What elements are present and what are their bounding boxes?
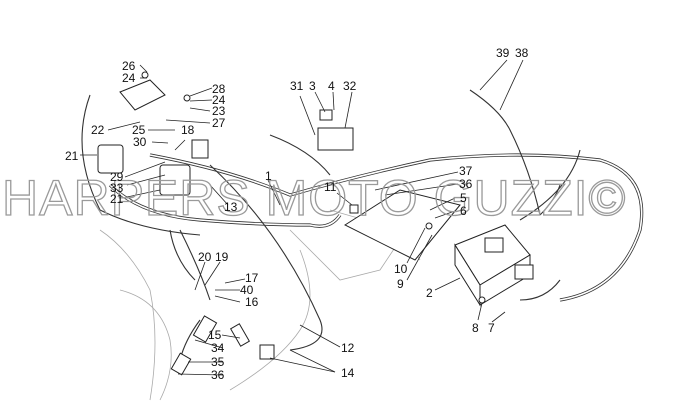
callout: 37 [459, 164, 473, 178]
callout: 27 [212, 116, 226, 130]
callout: 25 [132, 123, 146, 137]
components [97, 71, 534, 376]
callout: 26 [122, 59, 136, 73]
callout: 33 [110, 181, 124, 195]
callout: 28 [212, 82, 226, 96]
callout: 39 [496, 46, 510, 60]
callout: 13 [224, 200, 238, 214]
callout: 6 [460, 204, 467, 218]
callout: 30 [133, 135, 147, 149]
callout: 5 [460, 191, 467, 205]
callout: 22 [91, 123, 105, 137]
callout: 1 [265, 169, 272, 183]
callout: 36 [459, 177, 473, 191]
callout: 23 [212, 104, 226, 118]
callout: 35 [211, 355, 225, 369]
callout: 3 [309, 79, 316, 93]
callout: 7 [488, 321, 495, 335]
callout: 21 [110, 192, 124, 206]
callout: 2 [426, 286, 433, 300]
callout: 16 [245, 295, 259, 309]
callout: 15 [208, 328, 222, 342]
callout: 34 [211, 341, 225, 355]
leader-lines [80, 59, 524, 376]
callout: 32 [343, 79, 357, 93]
callout: 12 [341, 341, 355, 355]
callout: 14 [341, 366, 355, 380]
callout: 9 [397, 277, 404, 291]
callout: 8 [472, 321, 479, 335]
callout: 10 [394, 262, 408, 276]
main-harness [81, 89, 644, 361]
callout: 19 [215, 250, 229, 264]
callout: 18 [181, 123, 195, 137]
callout: 40 [240, 283, 254, 297]
callout: 31 [290, 79, 304, 93]
callout: 24 [122, 71, 136, 85]
callout: 36 [211, 368, 225, 382]
callout: 38 [515, 46, 529, 60]
mounting-plate [343, 189, 461, 261]
callout: 29 [110, 170, 124, 184]
callout: 17 [245, 271, 259, 285]
callout: 11 [324, 180, 337, 194]
callout: 24 [212, 93, 226, 107]
watermark: HARPERS MOTO GUZZI© [2, 170, 626, 226]
callout: 20 [198, 250, 212, 264]
callout-labels: 26 24 28 24 23 27 22 25 18 30 21 29 33 2… [65, 46, 529, 382]
callout: 21 [65, 149, 79, 163]
callout: 4 [328, 79, 335, 93]
